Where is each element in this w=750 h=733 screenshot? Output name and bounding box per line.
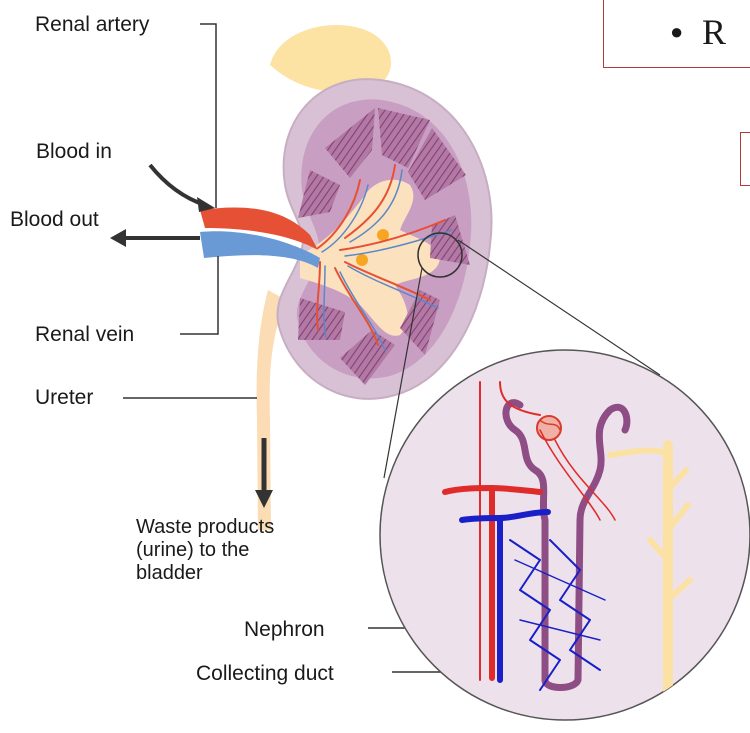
label-ureter: Ureter [35, 386, 93, 409]
blood-in-arrow [150, 165, 205, 205]
label-blood-in: Blood in [36, 140, 112, 163]
label-waste-line2: (urine) to the [136, 539, 249, 561]
label-renal-vein: Renal vein [35, 323, 134, 346]
label-blood-out: Blood out [10, 208, 99, 231]
blood-out-arrowhead [110, 229, 126, 247]
nodule [356, 254, 368, 266]
label-renal-artery: Renal artery [35, 13, 150, 36]
label-waste-line3: bladder [136, 562, 203, 584]
label-collecting-duct: Collecting duct [196, 662, 334, 685]
label-waste-line1: Waste products [136, 516, 274, 538]
nephron-magnified [380, 350, 750, 720]
label-nephron: Nephron [244, 618, 325, 641]
